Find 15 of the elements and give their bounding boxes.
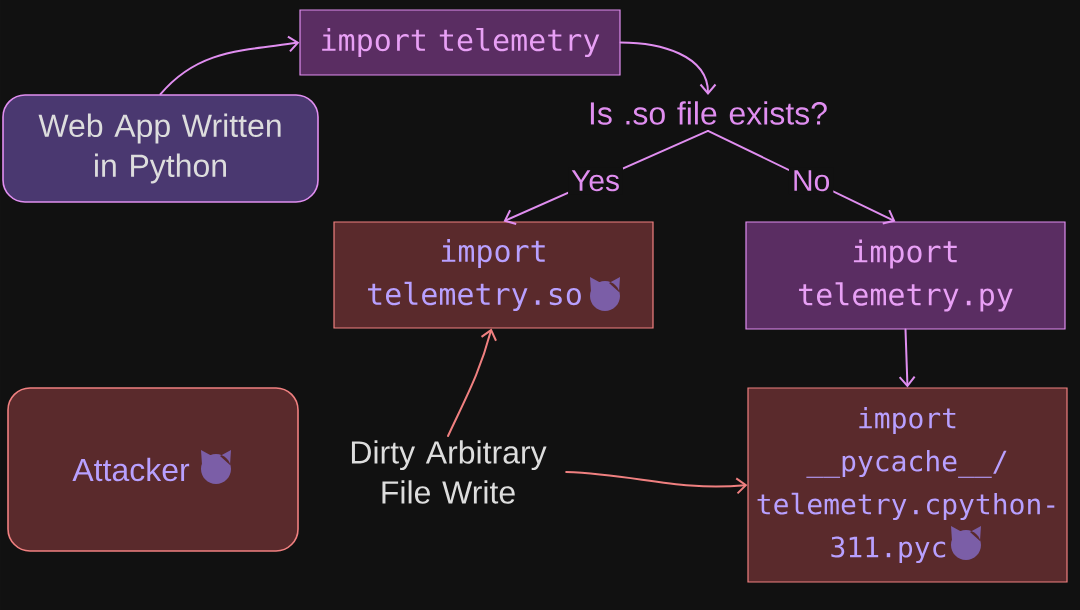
arrow <box>447 328 497 438</box>
arrow <box>619 41 717 96</box>
arrow <box>159 35 300 96</box>
question-text: Is .so file exists? <box>590 101 827 125</box>
arrow <box>565 471 748 495</box>
arrow <box>898 328 916 388</box>
process-box: import telemetry.so <box>333 221 654 329</box>
note-text: Dirty Arbitrary File Write <box>351 440 547 504</box>
process-box: import telemetry.py <box>745 221 1066 330</box>
rounded-box: Attacker <box>7 387 299 552</box>
process-box: import __pycache__/telemetry.cpython-311.pyc <box>747 387 1068 583</box>
process-box: import telemetry <box>299 9 621 76</box>
edge-label: No <box>788 167 834 195</box>
rounded-box: Web App Written in Python <box>2 94 319 203</box>
edge-label: Yes <box>568 167 623 195</box>
